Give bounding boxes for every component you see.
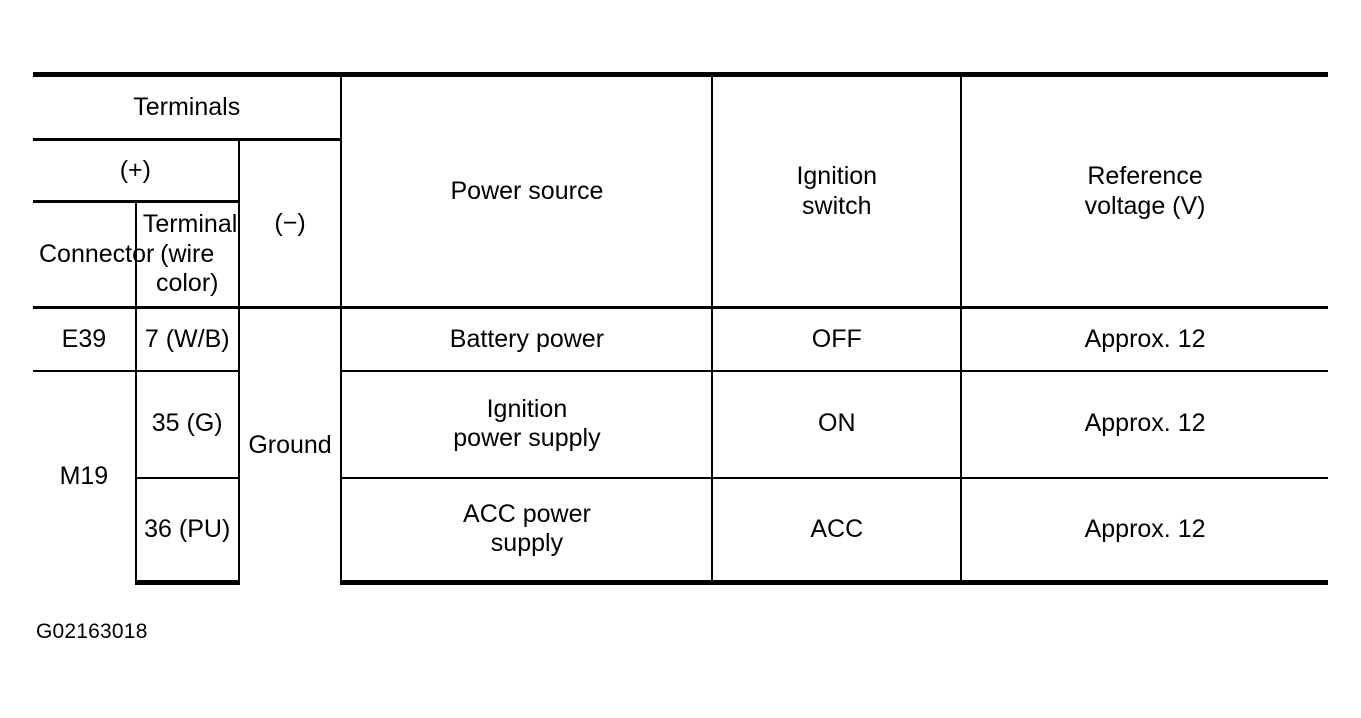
cell-terminal: 36 (PU) xyxy=(134,477,239,585)
header-ignition-switch-line1: Ignition xyxy=(796,162,878,190)
table-header-row-3: Connector Terminal (wire color) xyxy=(33,201,1328,309)
header-terminal-wire-color: Terminal (wire color) xyxy=(134,201,239,309)
cell-negative-ground: Ground xyxy=(237,307,342,583)
cell-connector: E39 xyxy=(33,307,136,372)
cell-power-source-line1: Battery power xyxy=(449,324,605,353)
header-terminal-line2: (wire color) xyxy=(155,239,219,298)
cell-reference-voltage: Approx. 12 xyxy=(960,307,1328,372)
cell-reference-voltage: Approx. 12 xyxy=(960,370,1328,479)
figure-caption: G02163018 xyxy=(36,620,148,643)
header-connector: Connector xyxy=(33,201,154,309)
table-header-row-2: (+) (−) xyxy=(33,139,1328,309)
table-row: 36 (PU) ACC power supply ACC Approx. 12 xyxy=(33,477,1328,585)
header-terminals-group: Terminals xyxy=(33,72,342,141)
terminal-voltage-table: Terminals Power source Ignition switch R… xyxy=(33,72,1328,585)
terminal-voltage-table-container: Terminals Power source Ignition switch R… xyxy=(33,72,1328,585)
table-header-row-1: Terminals Power source Ignition switch R… xyxy=(33,72,1328,309)
header-reference-voltage: Reference voltage (V) xyxy=(960,72,1328,309)
header-terminal-line1: Terminal xyxy=(142,210,238,239)
cell-power-source-line1: ACC power xyxy=(463,499,591,528)
header-reference-voltage-line2: voltage (V) xyxy=(1084,191,1206,220)
table-row: M19 35 (G) Ignition power supply ON Appr… xyxy=(33,370,1328,583)
header-reference-voltage-line1: Reference xyxy=(1087,162,1203,190)
cell-connector: M19 xyxy=(33,370,136,583)
cell-terminal: 7 (W/B) xyxy=(134,307,239,372)
cell-power-source-line1: Ignition xyxy=(486,394,568,423)
header-negative-group: (−) xyxy=(237,139,342,309)
header-power-source: Power source xyxy=(340,72,713,309)
table-row: E39 7 (W/B) Ground Battery power OFF App… xyxy=(33,307,1328,583)
cell-power-source: Battery power xyxy=(340,307,713,372)
cell-power-source: Ignition power supply xyxy=(340,370,713,479)
header-ignition-switch: Ignition switch xyxy=(711,72,962,309)
cell-power-source: ACC power supply xyxy=(340,477,713,585)
header-ignition-switch-line2: switch xyxy=(802,191,872,220)
cell-terminal: 35 (G) xyxy=(134,370,239,479)
cell-ignition-switch: ON xyxy=(711,370,962,479)
cell-ignition-switch: ACC xyxy=(711,477,962,585)
header-positive-group: (+) xyxy=(33,139,239,203)
cell-power-source-line2: supply xyxy=(490,529,564,558)
cell-ignition-switch: OFF xyxy=(711,307,962,372)
cell-reference-voltage: Approx. 12 xyxy=(960,477,1328,585)
cell-power-source-line2: power supply xyxy=(453,424,601,452)
